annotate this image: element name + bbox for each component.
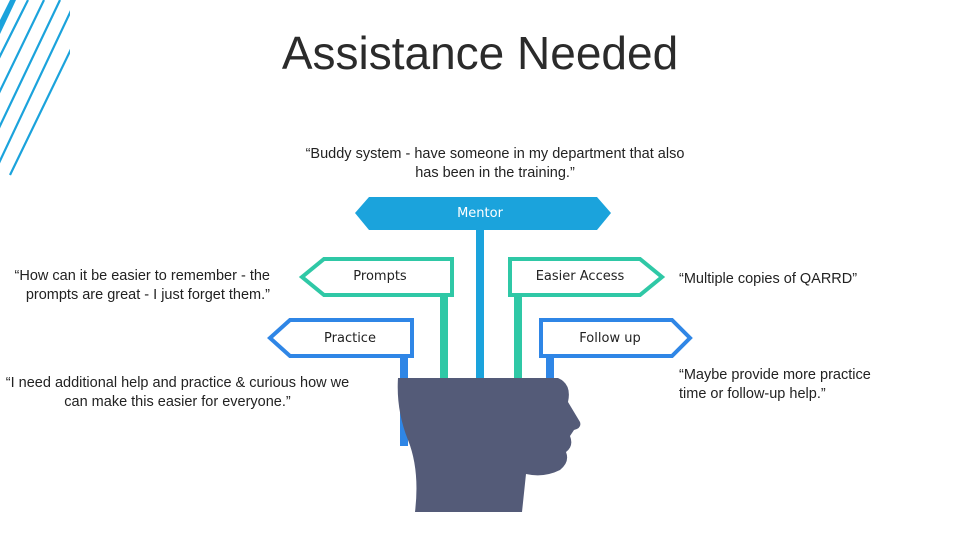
quote-additional-help: “I need additional help and practice & c…: [5, 375, 350, 410]
easier-post: [514, 295, 522, 435]
mentor-post: [476, 230, 484, 440]
follow-up-sign: [539, 318, 693, 358]
prompts-label: Prompts: [353, 269, 407, 284]
quote-more-practice: “Maybe provide more practice time or fol…: [679, 367, 871, 402]
follow-up-label: Follow up: [579, 331, 641, 346]
prompts-post: [440, 295, 448, 435]
mentor-sign: [355, 197, 611, 230]
practice-label: Practice: [324, 331, 376, 346]
decorative-stripes: [0, 0, 70, 176]
easier-access-sign: [508, 257, 666, 297]
quote-remember-prompts: “How can it be easier to remember - the …: [14, 268, 270, 303]
prompts-sign: [298, 257, 454, 297]
page-title: Assistance Needed: [281, 27, 679, 79]
easier-access-label: Easier Access: [535, 269, 625, 284]
practice-sign: [267, 318, 414, 358]
head-silhouette-icon: [397, 378, 581, 512]
mentor-label: Mentor: [457, 206, 503, 221]
quote-buddy-system: “Buddy system - have someone in my depar…: [305, 146, 685, 181]
quote-multiple-copies: “Multiple copies of QARRD”: [679, 271, 858, 287]
